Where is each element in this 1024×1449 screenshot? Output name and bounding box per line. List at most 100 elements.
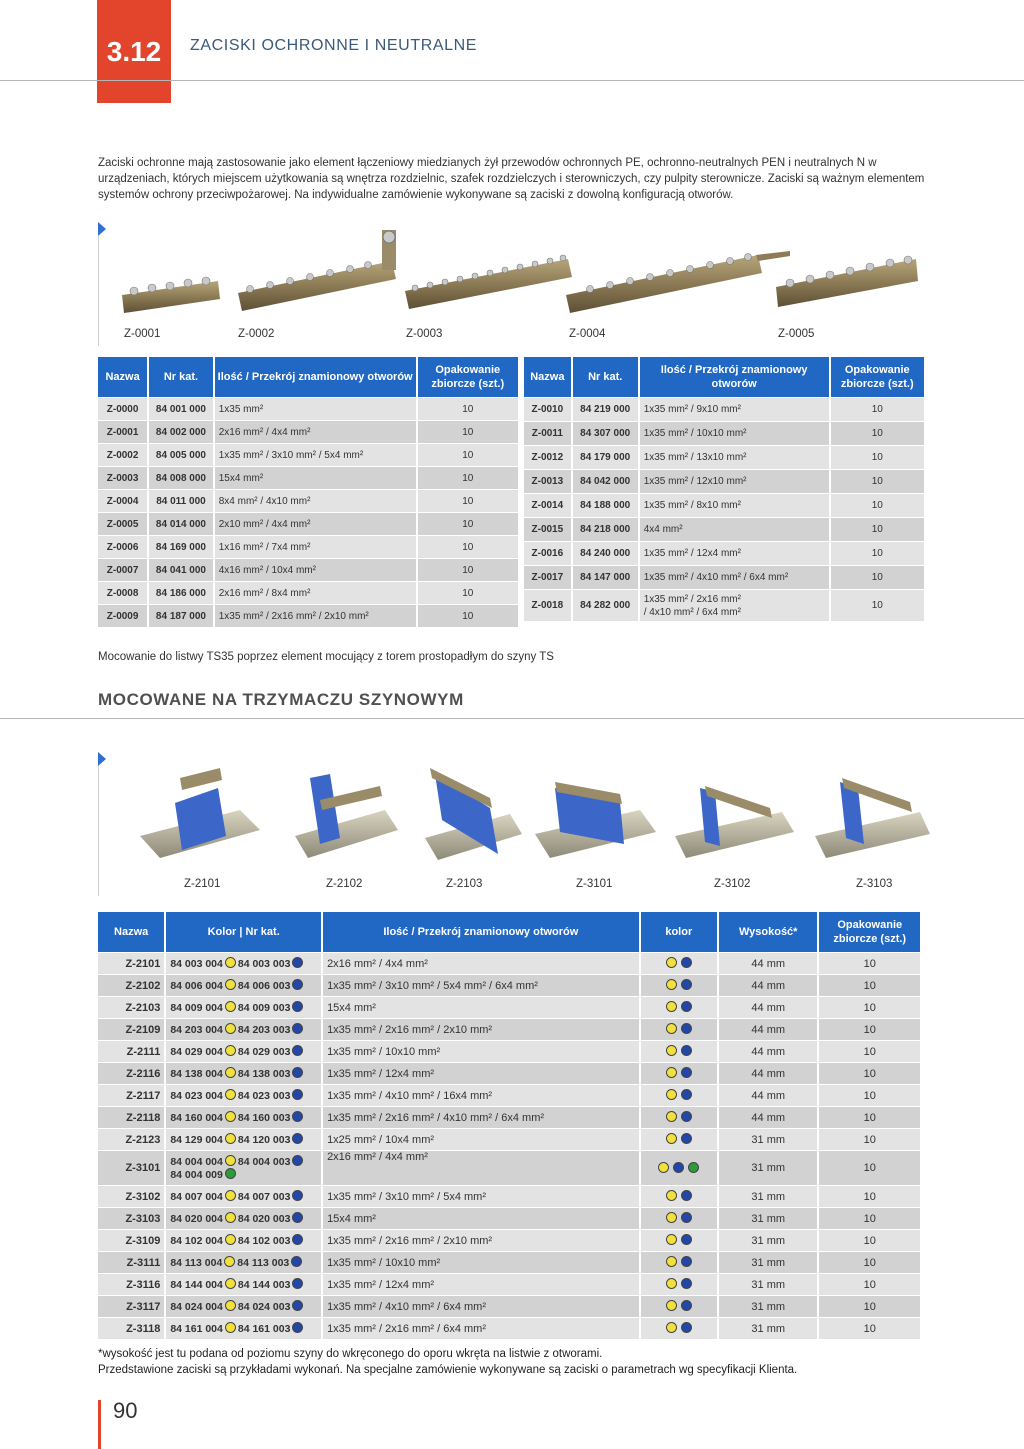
yellow-dot-icon xyxy=(224,957,236,968)
yellow-dot-icon xyxy=(224,1111,236,1122)
row-cat: 84 147 000 xyxy=(572,566,638,589)
yellow-dot-icon xyxy=(224,1278,236,1289)
yellow-dot-icon xyxy=(665,1001,677,1012)
row-cat: 84 186 000 xyxy=(149,582,213,604)
yellow-dot-icon xyxy=(665,1234,677,1245)
row-qty-text-2: / 4x10 mm² / 6x4 mm² xyxy=(643,606,741,618)
yellow-dot-icon xyxy=(665,1111,677,1122)
row-colors xyxy=(640,1063,717,1084)
row-cat: 84 002 000 xyxy=(149,421,213,443)
row-qty: 2x16 mm² / 4x4 mm² xyxy=(323,953,639,974)
row-name: Z-2102 xyxy=(98,975,165,996)
cat-blue: 84 009 003 xyxy=(237,1002,291,1014)
row-pack: 10 xyxy=(830,566,924,589)
cat-blue: 84 138 003 xyxy=(237,1068,291,1080)
yellow-dot-icon xyxy=(665,979,677,990)
cat-yellow: 84 004 004 xyxy=(170,1156,223,1168)
row-name: Z-0002 xyxy=(98,444,148,466)
row-pack: 10 xyxy=(417,467,518,489)
row-name: Z-0018 xyxy=(524,590,571,621)
col-header-name: Nazwa xyxy=(98,357,148,397)
cat-yellow: 84 024 004 xyxy=(170,1301,223,1313)
row-cat: 84 307 000 xyxy=(572,422,638,445)
blue-dot-icon xyxy=(673,1161,685,1173)
product-z2102-image xyxy=(295,774,398,858)
row-pack: 10 xyxy=(819,1129,920,1150)
row-name: Z-0004 xyxy=(98,490,148,512)
row-cat: 84 008 000 xyxy=(149,467,213,489)
row-name: Z-3101 xyxy=(98,1151,165,1185)
cat-yellow: 84 129 004 xyxy=(170,1134,223,1146)
yellow-dot-icon xyxy=(665,1256,677,1267)
row-name: Z-0001 xyxy=(98,421,148,443)
footnotes: *wysokość jest tu podana od poziomu szyn… xyxy=(98,1346,797,1378)
cat-yellow: 84 160 004 xyxy=(170,1112,223,1124)
row-height: 31 mm xyxy=(718,1129,818,1150)
row-name: Z-3109 xyxy=(98,1230,165,1251)
yellow-dot-icon xyxy=(224,1133,236,1144)
yellow-dot-icon xyxy=(224,1023,236,1034)
blue-dot-icon xyxy=(680,957,692,968)
row-pack: 10 xyxy=(417,398,518,420)
row-name: Z-2117 xyxy=(98,1085,165,1106)
row-pack: 10 xyxy=(417,421,518,443)
blue-dot-icon xyxy=(292,1234,304,1245)
row-name: Z-0014 xyxy=(524,494,571,517)
row-colors xyxy=(640,953,717,974)
row-qty: 4x16 mm² / 10x4 mm² xyxy=(214,559,416,581)
row-height: 44 mm xyxy=(718,1085,818,1106)
row-qty: 1x35 mm² / 12x10 mm² xyxy=(639,470,829,493)
row-cat: 84 187 000 xyxy=(149,605,213,627)
row-height: 31 mm xyxy=(718,1186,818,1207)
row-height: 31 mm xyxy=(718,1252,818,1273)
row-name: Z-0016 xyxy=(524,542,571,565)
row-colors xyxy=(640,1129,717,1150)
row-qty: 1x35 mm² / 4x10 mm² / 16x4 mm² xyxy=(323,1085,639,1106)
row-qty-text: 2x16 mm² / 4x4 mm² xyxy=(218,426,311,438)
row-colors xyxy=(640,1252,717,1273)
row-name: Z-3117 xyxy=(98,1296,165,1317)
row-qty-text: 1x35 mm² / 12x4 mm² xyxy=(643,548,741,559)
product-images-top xyxy=(122,230,918,313)
row-pack: 10 xyxy=(819,1252,920,1273)
row-qty-text: 1x35 mm² / 4x10 mm² / 6x4 mm² xyxy=(643,572,789,583)
row-name: Z-3102 xyxy=(98,1186,165,1207)
row-pack: 10 xyxy=(819,1107,920,1128)
row-qty-text: 1x35 mm² / 8x10 mm² xyxy=(643,500,741,511)
row-pack: 10 xyxy=(417,513,518,535)
blue-dot-icon xyxy=(292,1089,304,1100)
row-qty: 1x16 mm² / 7x4 mm² xyxy=(214,536,416,558)
yellow-dot-icon xyxy=(665,1190,677,1201)
section-marker-icon xyxy=(98,752,106,766)
row-pack: 10 xyxy=(819,997,920,1018)
row-colors xyxy=(640,1296,717,1317)
col-header-color: kolor xyxy=(640,912,717,952)
blue-dot-icon xyxy=(680,1256,692,1267)
row-pack: 10 xyxy=(830,590,924,621)
row-qty: 1x35 mm² / 12x4 mm² xyxy=(639,542,829,565)
row-name: Z-2123 xyxy=(98,1129,165,1150)
product-label-z0004: Z-0004 xyxy=(569,328,606,340)
yellow-dot-icon xyxy=(665,957,677,968)
yellow-dot-icon xyxy=(224,1067,236,1078)
yellow-dot-icon xyxy=(224,1322,236,1333)
row-name: Z-3111 xyxy=(98,1252,165,1273)
